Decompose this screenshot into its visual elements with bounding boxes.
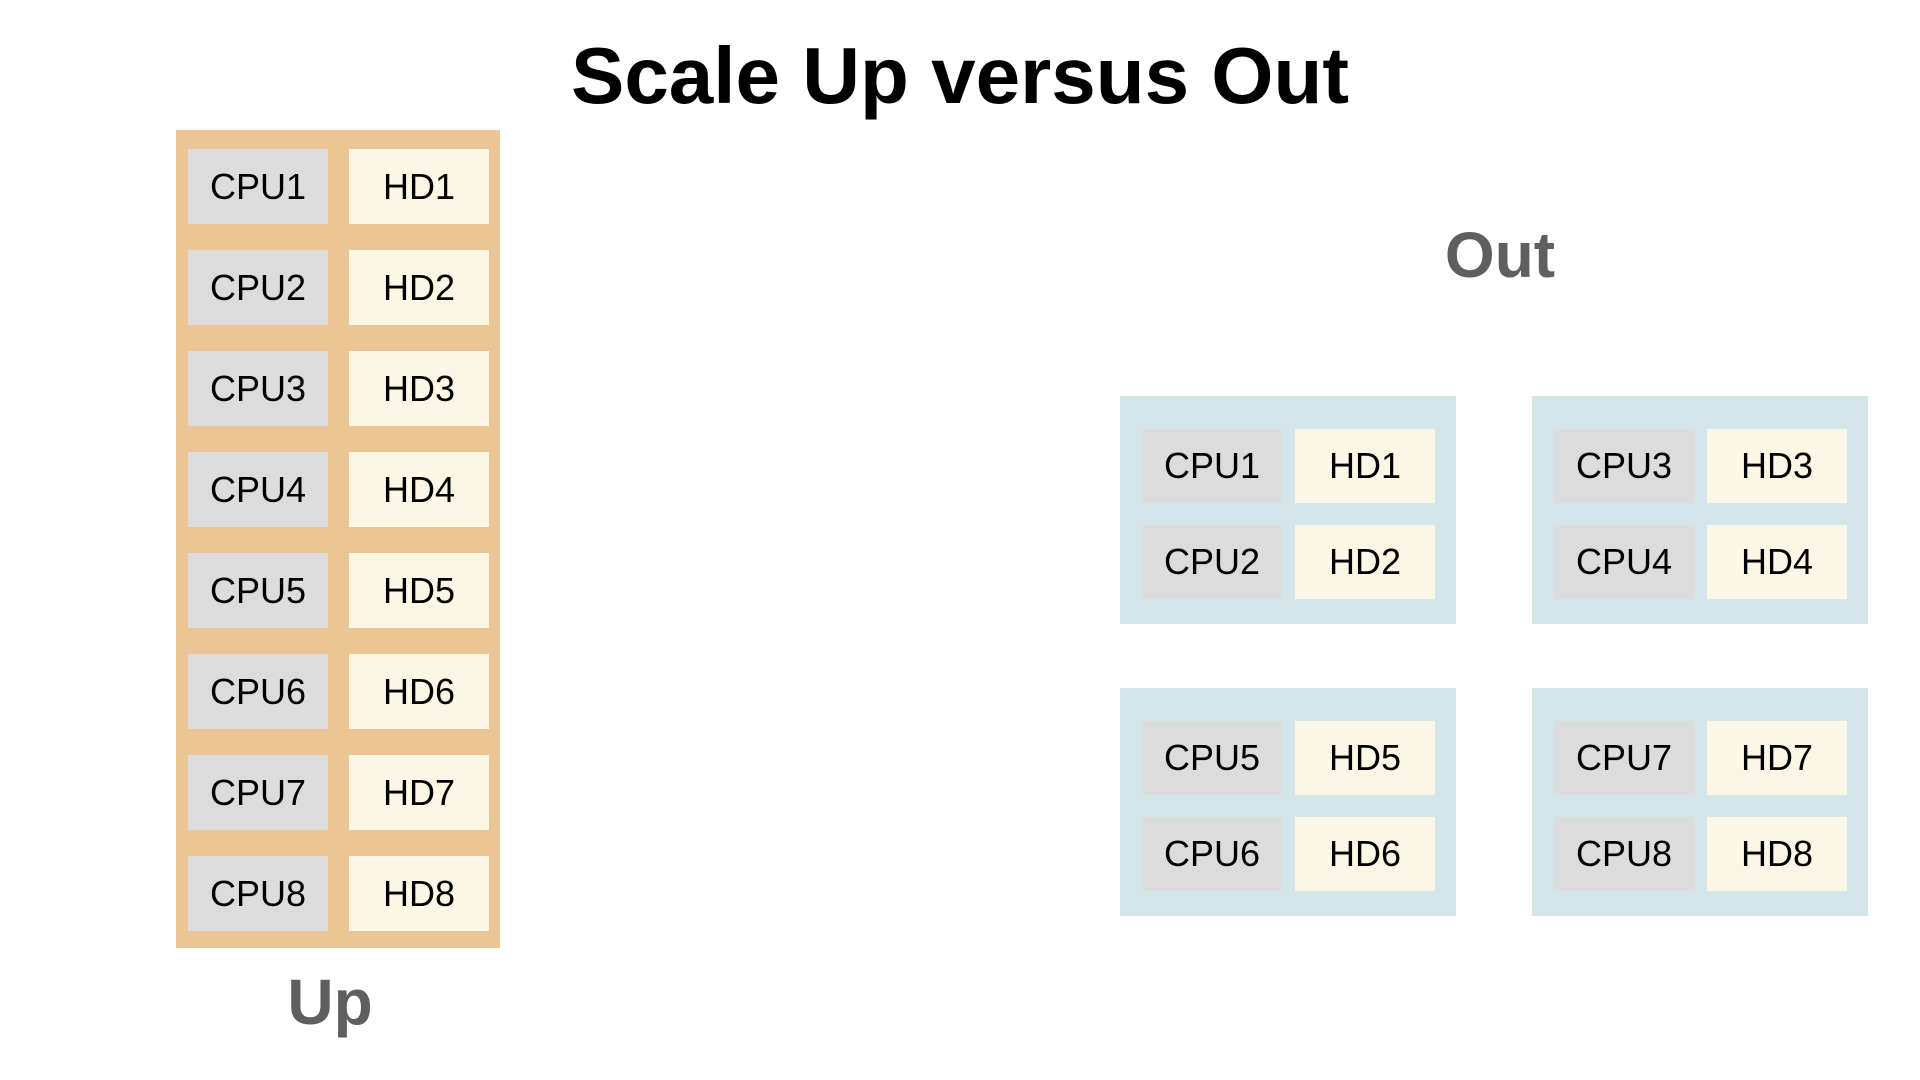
scale-out-server: CPU7 HD7 CPU8 HD8	[1532, 688, 1868, 916]
cpu-box: CPU5	[188, 553, 328, 628]
cpu-box: CPU3	[1554, 429, 1694, 503]
cpu-box: CPU2	[1142, 525, 1282, 599]
hd-box: HD5	[349, 553, 489, 628]
cpu-box: CPU7	[188, 755, 328, 830]
hd-box: HD2	[349, 250, 489, 325]
cpu-box: CPU2	[188, 250, 328, 325]
cpu-box: CPU5	[1142, 721, 1282, 795]
cpu-box: CPU1	[188, 149, 328, 224]
cpu-box: CPU1	[1142, 429, 1282, 503]
hd-box: HD4	[349, 452, 489, 527]
cpu-box: CPU4	[188, 452, 328, 527]
hd-box: HD7	[1707, 721, 1847, 795]
page-title: Scale Up versus Out	[570, 31, 1350, 120]
cpu-box: CPU8	[1554, 817, 1694, 891]
scale-out-server: CPU3 HD3 CPU4 HD4	[1532, 396, 1868, 624]
cpu-box: CPU6	[1142, 817, 1282, 891]
hd-box: HD1	[349, 149, 489, 224]
scale-up-label: Up	[287, 966, 373, 1038]
cpu-box: CPU7	[1554, 721, 1694, 795]
cpu-box: CPU3	[188, 351, 328, 426]
hd-box: HD7	[349, 755, 489, 830]
hd-box: HD5	[1295, 721, 1435, 795]
hd-box: HD8	[1707, 817, 1847, 891]
scale-up-server: CPU1 HD1 CPU2 HD2 CPU3 HD3 CPU4 HD4 CPU5…	[176, 130, 500, 948]
cpu-box: CPU6	[188, 654, 328, 729]
hd-box: HD3	[1707, 429, 1847, 503]
hd-box: HD6	[349, 654, 489, 729]
hd-box: HD1	[1295, 429, 1435, 503]
hd-box: HD8	[349, 856, 489, 931]
cpu-box: CPU4	[1554, 525, 1694, 599]
hd-box: HD3	[349, 351, 489, 426]
hd-box: HD4	[1707, 525, 1847, 599]
scale-out-server: CPU5 HD5 CPU6 HD6	[1120, 688, 1456, 916]
hd-box: HD2	[1295, 525, 1435, 599]
scale-out-server: CPU1 HD1 CPU2 HD2	[1120, 396, 1456, 624]
cpu-box: CPU8	[188, 856, 328, 931]
scale-out-cluster: CPU1 HD1 CPU2 HD2 CPU3 HD3 CPU4 HD4 CPU5…	[1120, 396, 1868, 916]
hd-box: HD6	[1295, 817, 1435, 891]
scale-out-label: Out	[1444, 219, 1556, 291]
